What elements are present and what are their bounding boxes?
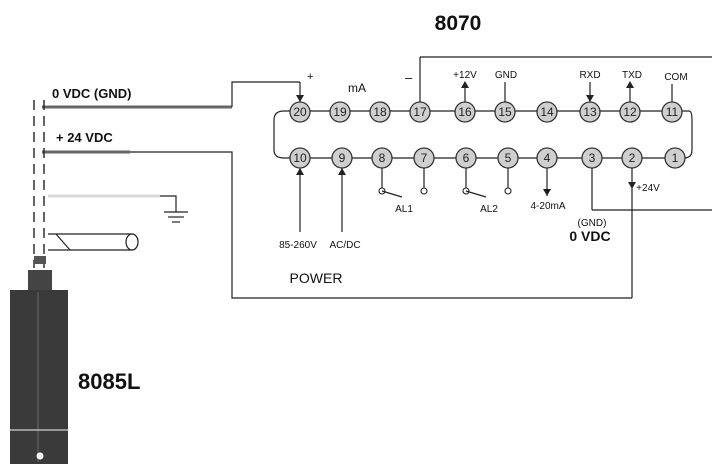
terminal-6-label: 6 xyxy=(463,151,470,165)
terminal-4-label: 4 xyxy=(544,151,551,165)
terminal-12-label-txd: TXD xyxy=(622,70,642,81)
sensor-vent-dot xyxy=(36,452,44,460)
terminal-row-top: 20 19 18 17 16 15 14 13 12 11 xyxy=(289,101,683,123)
terminal-14-label: 14 xyxy=(540,105,554,119)
terminal-8-label: 8 xyxy=(379,151,386,165)
terminal-19[interactable] xyxy=(329,101,351,123)
power-label: POWER xyxy=(290,270,343,286)
sensor-cable xyxy=(33,100,45,268)
al2-label: AL2 xyxy=(480,204,498,215)
terminal-11-label-com: COM xyxy=(664,72,687,83)
sensor-body xyxy=(10,290,68,464)
controller-title: 8070 xyxy=(435,12,482,35)
sensor-model-label: 8085L xyxy=(78,369,140,394)
terminal-18-label: 18 xyxy=(373,105,387,119)
terminal-1[interactable] xyxy=(664,147,686,169)
output-4-20ma-label: 4-20mA xyxy=(530,201,565,212)
terminal-row-bottom: 10 9 8 7 6 5 4 3 2 1 xyxy=(289,147,686,169)
sensor-wiring: 0 VDC (GND) + 24 VDC xyxy=(42,56,712,299)
wire-label-supply: + 24 VDC xyxy=(56,130,113,145)
terminal-15-label-gnd: GND xyxy=(495,70,517,81)
terminal-2-label: 2 xyxy=(629,151,636,165)
terminal-1-label: 1 xyxy=(672,151,679,165)
terminal-7-label: 7 xyxy=(421,151,428,165)
terminal-10-label: 10 xyxy=(293,151,307,165)
terminal-18[interactable] xyxy=(369,101,391,123)
power-voltage-range-label: 85-260V xyxy=(279,240,317,251)
terminal-19-label: 19 xyxy=(333,105,347,119)
sensor-8085l xyxy=(10,256,68,464)
zero-vdc-label: 0 VDC xyxy=(569,228,610,244)
terminal-5-label: 5 xyxy=(505,151,512,165)
terminal-20-label: 20 xyxy=(293,105,307,119)
terminal-3-label: 3 xyxy=(589,151,596,165)
al1-label: AL1 xyxy=(395,204,413,215)
terminal-16-label: 16 xyxy=(458,105,472,119)
terminal-11-label: 11 xyxy=(666,105,679,119)
gnd-paren-label: (GND) xyxy=(578,218,607,229)
terminal-9-label: 9 xyxy=(339,151,346,165)
ma-label: mA xyxy=(348,81,366,95)
terminal-20-plus-label: + xyxy=(307,71,313,83)
power-acdc-label: AC/DC xyxy=(329,240,360,251)
terminal-15-label: 15 xyxy=(498,105,512,119)
terminal-16-label-12v: +12V xyxy=(453,70,477,81)
terminal-17-minus-label: – xyxy=(405,70,413,85)
terminal-14[interactable] xyxy=(536,101,558,123)
terminal-13-label-rxd: RXD xyxy=(579,70,600,81)
terminal-12-label: 12 xyxy=(623,105,637,119)
output-plus-label: + xyxy=(544,186,550,197)
wire-label-gnd: 0 VDC (GND) xyxy=(52,86,131,101)
plus24v-label: +24V xyxy=(636,183,660,194)
top-terminal-leads: + mA – +12V GND RXD TXD COM xyxy=(296,57,688,102)
terminal-13-label: 13 xyxy=(583,105,597,119)
terminal-17-label: 17 xyxy=(413,105,427,119)
bottom-terminal-leads: 85-260V AC/DC POWER AL1 AL2 + 4-20mA (GN… xyxy=(279,168,660,298)
